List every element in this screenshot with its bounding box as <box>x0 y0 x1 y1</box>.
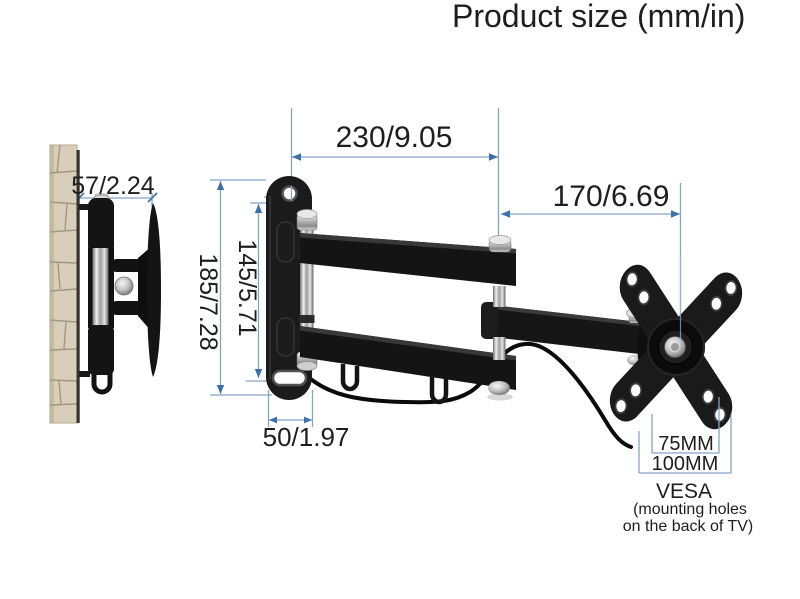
dim-170-label: 170/6.69 <box>553 180 670 213</box>
vesa-note-line2: on the back of TV) <box>623 518 753 535</box>
dim-230-lines <box>290 108 500 242</box>
dim-145-arrows <box>254 204 263 378</box>
dim-230-arrows <box>292 153 498 161</box>
dim-50-arrows <box>269 416 312 424</box>
dim-50-label: 50/1.97 <box>263 422 350 452</box>
vesa-hub <box>647 318 705 376</box>
dim-185-label: 185/7.28 <box>194 253 222 350</box>
front-arm <box>481 302 648 365</box>
vesa-100-bracket <box>638 414 732 474</box>
dim-185-arrows <box>216 181 225 394</box>
dim-57-lines <box>79 193 153 207</box>
title: Product size (mm/in) <box>452 0 745 34</box>
lower-arm <box>300 326 516 401</box>
vesa-75-label: 75MM <box>658 433 714 455</box>
vesa-title: VESA <box>656 480 712 503</box>
cable-clips <box>340 364 449 405</box>
vesa-100-label: 100MM <box>652 453 719 475</box>
side-view-bracket <box>79 193 152 395</box>
wall-surface-line <box>76 150 80 423</box>
side-view-vesa-blade <box>147 203 161 377</box>
vesa-75-bracket <box>651 397 720 454</box>
mid-hinge <box>488 235 512 360</box>
dim-170-arrows <box>501 210 680 218</box>
upper-arm <box>300 233 516 286</box>
dim-145-label: 145/5.71 <box>233 239 261 336</box>
dim-230-label: 230/9.05 <box>336 121 453 154</box>
dim-57-label: 57/2.24 <box>71 172 155 200</box>
vesa-note-line1: (mounting holes <box>633 501 747 518</box>
vesa-caption: VESA (mounting holes on the back of TV) <box>623 480 753 535</box>
